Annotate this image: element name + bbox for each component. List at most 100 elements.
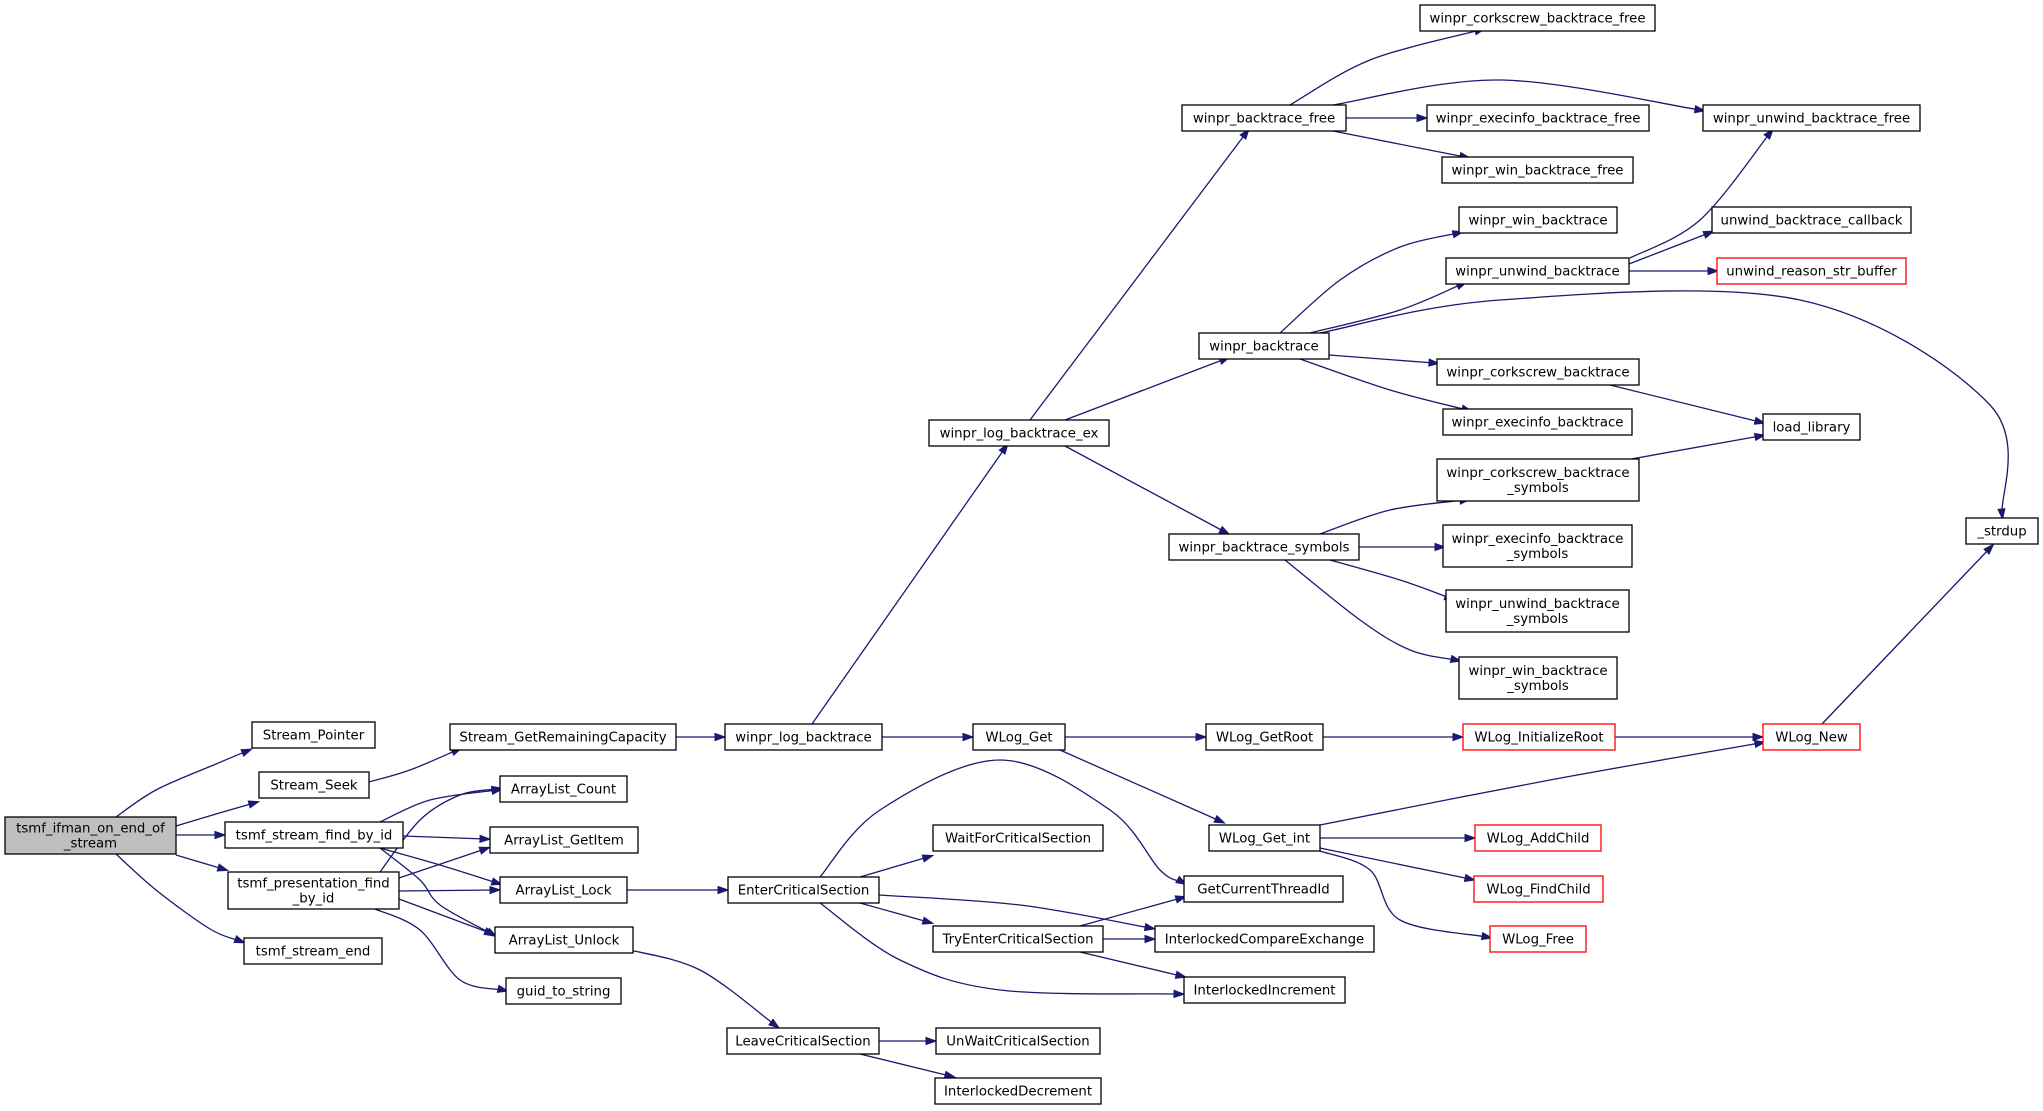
edge-winpr_backtrace_free-to-winpr_win_backtrace_free: [1332, 130, 1472, 161]
node-box: [1762, 413, 1861, 441]
node-label: winpr_execinfo_backtrace: [1452, 532, 1624, 547]
node-label: WLog_InitializeRoot: [1474, 731, 1603, 746]
node-label: unwind_backtrace_callback: [1721, 214, 1903, 229]
node-wlog_findchild[interactable]: WLog_FindChild: [1473, 875, 1604, 903]
node-label: UnWaitCriticalSection: [946, 1035, 1089, 1050]
node-tryentercriticalsection[interactable]: TryEnterCriticalSection: [932, 925, 1104, 953]
node-waitforcriticalsection[interactable]: WaitForCriticalSection: [932, 824, 1104, 852]
edge-arraylist_unlock-to-leavecriticalsection: [629, 949, 781, 1029]
edge-root-to-tsmf_stream_end: [115, 853, 247, 944]
node-label: tsmf_ifman_on_end_of: [16, 822, 165, 837]
node-label: GetCurrentThreadId: [1197, 883, 1330, 898]
node-wlog_addchild[interactable]: WLog_AddChild: [1474, 824, 1602, 852]
node-unwaitcriticalsection[interactable]: UnWaitCriticalSection: [935, 1027, 1101, 1055]
edge-tsmf_stream_find_by_id-to-arraylist_getitem: [402, 834, 492, 844]
edge-winpr_backtrace_symbols-to-winpr_win_backtrace_symbols: [1284, 559, 1463, 663]
node-box: [726, 1027, 880, 1055]
node-box: [727, 876, 880, 904]
node-winpr_unwind_backtrace_free[interactable]: winpr_unwind_backtrace_free: [1702, 104, 1921, 132]
node-label: Stream_Pointer: [263, 729, 365, 744]
node-winpr_unwind_backtrace_symbols[interactable]: winpr_unwind_backtrace_symbols: [1445, 589, 1630, 633]
edge-winpr_unwind_backtrace-to-winpr_unwind_backtrace_free: [1629, 127, 1775, 259]
node-box: [1473, 875, 1604, 903]
node-wlog_initializeroot[interactable]: WLog_InitializeRoot: [1462, 723, 1616, 751]
node-winpr_backtrace_free[interactable]: winpr_backtrace_free: [1181, 104, 1347, 132]
node-interlockeddecrement[interactable]: InterlockedDecrement: [934, 1077, 1102, 1105]
node-arraylist_getitem[interactable]: ArrayList_GetItem: [489, 826, 639, 854]
node-winpr_log_backtrace_ex[interactable]: winpr_log_backtrace_ex: [928, 419, 1110, 447]
node-winpr_log_backtrace[interactable]: winpr_log_backtrace: [724, 723, 883, 751]
edge-winpr_unwind_backtrace-to-unwind_reason_str_buffer: [1629, 266, 1720, 276]
node-label: winpr_win_backtrace_free: [1452, 164, 1624, 179]
node-box: [1183, 976, 1346, 1004]
node-box: [1762, 723, 1861, 751]
node-interlockedcompareexchange[interactable]: InterlockedCompareExchange: [1154, 925, 1375, 953]
node-stream_seek[interactable]: Stream_Seek: [258, 771, 370, 799]
node-load_library[interactable]: load_library: [1762, 413, 1861, 441]
node-label: Stream_Seek: [270, 779, 358, 794]
node-winpr_execinfo_backtrace_free[interactable]: winpr_execinfo_backtrace_free: [1426, 104, 1650, 132]
node-wlog_new[interactable]: WLog_New: [1762, 723, 1861, 751]
node-winpr_backtrace[interactable]: winpr_backtrace: [1198, 332, 1330, 360]
node-strdup[interactable]: _strdup: [1965, 517, 2039, 545]
node-label: ArrayList_Count: [511, 783, 616, 798]
node-wlog_free[interactable]: WLog_Free: [1489, 925, 1587, 953]
edge-winpr_corkscrew_backtrace-to-load_library: [1609, 384, 1767, 425]
node-unwind_backtrace_callback[interactable]: unwind_backtrace_callback: [1711, 206, 1912, 234]
edge-stream_getremainingcapacity-to-winpr_log_backtrace: [676, 732, 727, 742]
function-nodes: tsmf_ifman_on_end_of_stream Stream_Pointe…: [4, 4, 2039, 1105]
node-label: winpr_unwind_backtrace: [1455, 597, 1619, 612]
node-winpr_unwind_backtrace[interactable]: winpr_unwind_backtrace: [1445, 257, 1630, 285]
node-winpr_win_backtrace_free[interactable]: winpr_win_backtrace_free: [1441, 156, 1634, 184]
node-winpr_backtrace_symbols[interactable]: winpr_backtrace_symbols: [1168, 533, 1360, 561]
node-box: [1445, 257, 1630, 285]
node-guid_to_string[interactable]: guid_to_string: [505, 977, 622, 1005]
node-leavecriticalsection[interactable]: LeaveCriticalSection: [726, 1027, 880, 1055]
node-tsmf_stream_find_by_id[interactable]: tsmf_stream_find_by_id: [224, 821, 404, 849]
edge-wlog_get_int-to-wlog_new: [1319, 739, 1767, 826]
node-winpr_corkscrew_backtrace_symbols[interactable]: winpr_corkscrew_backtrace_symbols: [1436, 458, 1640, 502]
node-wlog_get_int[interactable]: WLog_Get_int: [1208, 824, 1321, 852]
node-winpr_corkscrew_backtrace[interactable]: winpr_corkscrew_backtrace: [1436, 358, 1640, 386]
node-arraylist_unlock[interactable]: ArrayList_Unlock: [494, 926, 634, 954]
node-wlog_get[interactable]: WLog_Get: [972, 723, 1066, 751]
node-box: [1702, 104, 1921, 132]
node-box: [1181, 104, 1347, 132]
edge-winpr_backtrace_free-to-winpr_execinfo_backtrace_free: [1346, 113, 1429, 123]
node-winpr_win_backtrace[interactable]: winpr_win_backtrace: [1458, 206, 1618, 234]
edge-winpr_backtrace_symbols-to-winpr_unwind_backtrace_symbols: [1329, 559, 1457, 601]
node-unwind_reason_str_buffer[interactable]: unwind_reason_str_buffer: [1716, 257, 1907, 285]
node-winpr_corkscrew_backtrace_free[interactable]: winpr_corkscrew_backtrace_free: [1419, 4, 1656, 32]
node-box: [251, 721, 376, 749]
node-box: [932, 824, 1104, 852]
node-winpr_execinfo_backtrace_symbols[interactable]: winpr_execinfo_backtrace_symbols: [1442, 524, 1633, 568]
node-box: [224, 821, 404, 849]
node-wlog_getroot[interactable]: WLog_GetRoot: [1205, 723, 1324, 751]
node-box: [1489, 925, 1587, 953]
node-tsmf_stream_end[interactable]: tsmf_stream_end: [243, 937, 383, 965]
node-arraylist_lock[interactable]: ArrayList_Lock: [499, 876, 628, 904]
node-label: Stream_GetRemainingCapacity: [459, 731, 666, 746]
node-label: winpr_execinfo_backtrace_free: [1436, 112, 1641, 127]
edge-tryentercriticalsection-to-getcurrentthreadid: [1079, 895, 1188, 927]
node-label: winpr_win_backtrace: [1468, 214, 1607, 229]
node-root[interactable]: tsmf_ifman_on_end_of_stream: [4, 816, 177, 855]
node-box: [935, 1027, 1101, 1055]
edge-wlog_get_int-to-wlog_findchild: [1319, 847, 1477, 883]
node-tsmf_presentation_find_by_id[interactable]: tsmf_presentation_find_by_id: [227, 871, 400, 910]
edge-entercriticalsection-to-tryentercriticalsection: [859, 902, 935, 925]
node-arraylist_count[interactable]: ArrayList_Count: [499, 775, 628, 803]
node-box: [1711, 206, 1912, 234]
node-label: WLog_New: [1775, 731, 1848, 746]
node-winpr_win_backtrace_symbols[interactable]: winpr_win_backtrace_symbols: [1458, 656, 1618, 700]
node-stream_pointer[interactable]: Stream_Pointer: [251, 721, 376, 749]
node-interlockedincrement[interactable]: InterlockedIncrement: [1183, 976, 1346, 1004]
node-stream_getremainingcapacity[interactable]: Stream_GetRemainingCapacity: [449, 723, 677, 751]
edge-leavecriticalsection-to-interlockeddecrement: [859, 1053, 957, 1079]
node-entercriticalsection[interactable]: EnterCriticalSection: [727, 876, 880, 904]
node-label: _symbols: [1506, 547, 1569, 562]
node-winpr_execinfo_backtrace[interactable]: winpr_execinfo_backtrace: [1442, 408, 1633, 436]
node-label: _symbols: [1506, 481, 1569, 496]
node-getcurrentthreadid[interactable]: GetCurrentThreadId: [1183, 875, 1344, 903]
node-label: guid_to_string: [517, 985, 611, 1000]
